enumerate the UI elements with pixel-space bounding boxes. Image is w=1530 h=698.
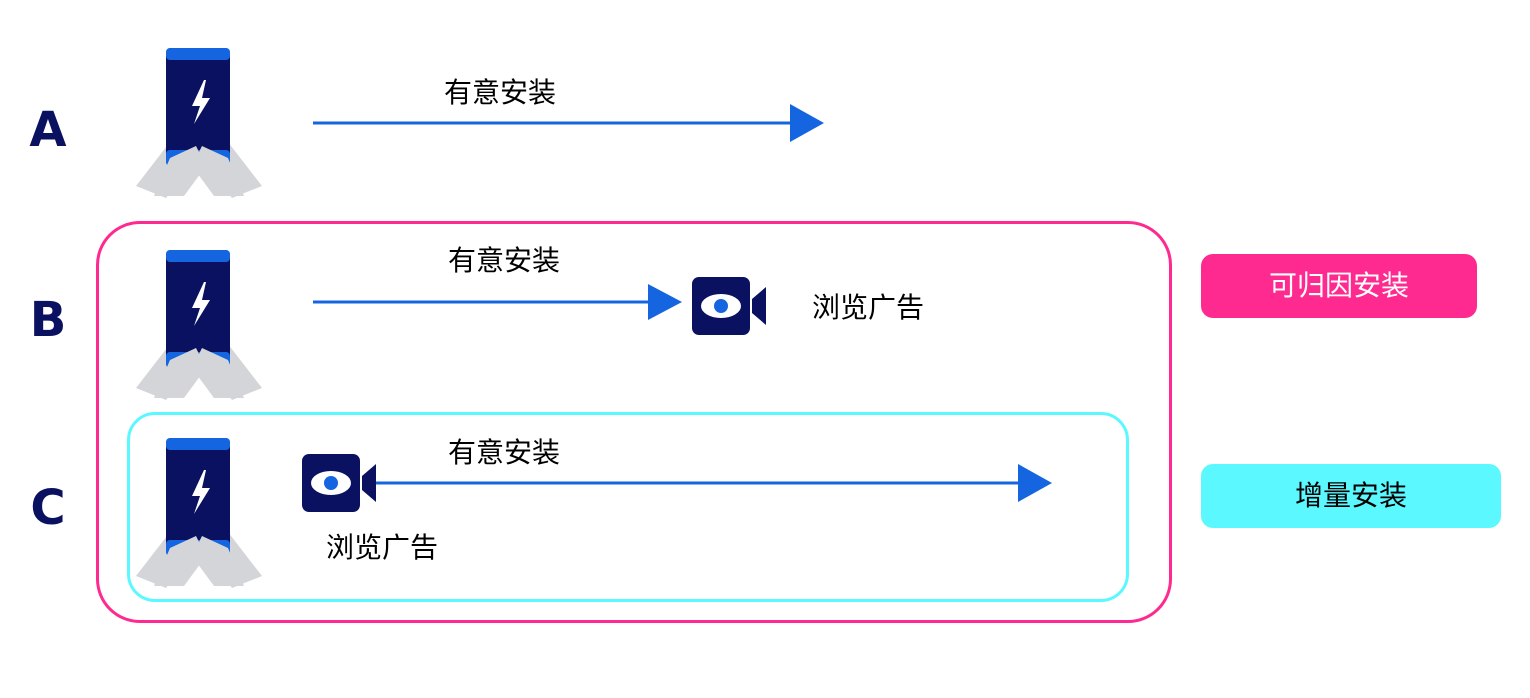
attributable-install-badge: 可归因安装 — [1201, 254, 1477, 318]
incremental-install-badge: 增量安装 — [1201, 464, 1501, 528]
incremental-install-label: 增量安装 — [1294, 479, 1407, 512]
eye-video-camera-icon — [692, 277, 766, 335]
install-label-c: 有意安装 — [448, 436, 561, 469]
phone-in-hands-icon — [136, 250, 262, 400]
view-ad-label-b: 浏览广告 — [812, 291, 925, 324]
phone-in-hands-icon — [136, 438, 262, 588]
arrow-a — [313, 104, 824, 142]
attributable-group-frame — [96, 221, 1172, 623]
view-ad-label-c: 浏览广告 — [326, 531, 439, 564]
eye-video-camera-icon — [302, 454, 376, 512]
install-label-b: 有意安装 — [448, 244, 561, 277]
row-letter-a: A — [29, 102, 67, 158]
row-letter-b: B — [29, 292, 67, 348]
install-label-a: 有意安装 — [444, 76, 557, 109]
phone-in-hands-icon — [136, 48, 262, 198]
attributable-install-label: 可归因安装 — [1268, 269, 1409, 302]
row-letter-c: C — [30, 480, 66, 536]
incremental-group-frame — [127, 412, 1129, 602]
